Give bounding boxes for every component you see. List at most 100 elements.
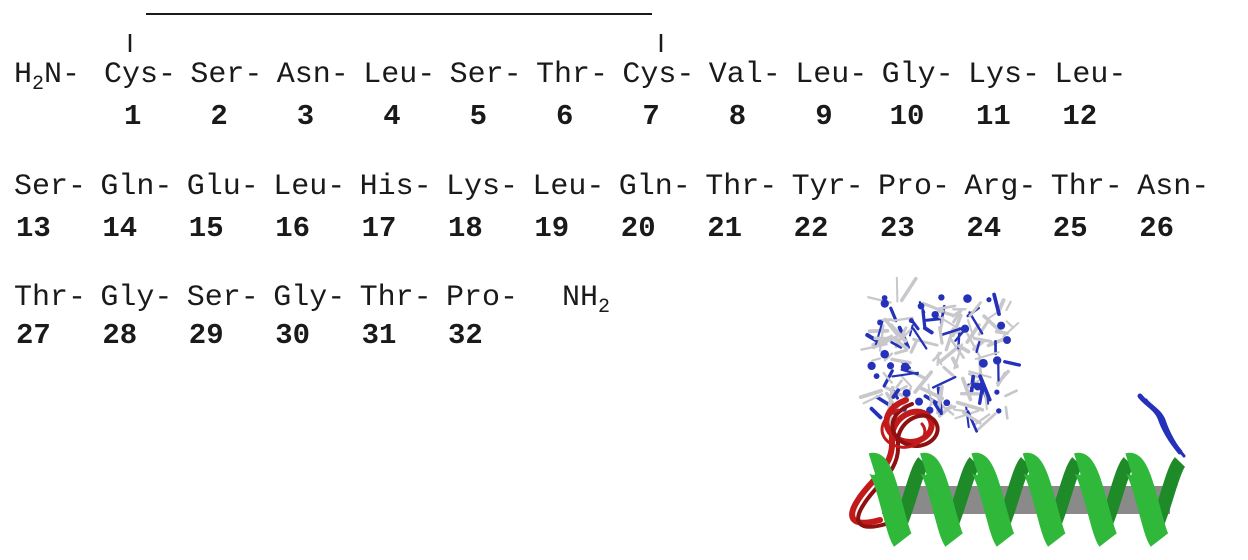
- side-chain-bond: [894, 348, 909, 355]
- side-chain-bond: [965, 323, 981, 344]
- peptide-bond-dash: -: [500, 170, 518, 204]
- side-chain-bond: [913, 370, 934, 394]
- loop-strand: [856, 402, 940, 529]
- side-chain-bond: [995, 369, 1010, 385]
- peptide-bond-dash: -: [849, 58, 867, 92]
- side-chain-bond: [895, 379, 903, 389]
- residue-label: His: [360, 170, 414, 204]
- peptide-bond-dash: -: [244, 58, 262, 92]
- side-chain-bond: [974, 351, 1000, 361]
- side-chain-bond: [912, 337, 939, 347]
- residue-number: 4: [383, 100, 400, 133]
- peptide-bond-dash: -: [590, 58, 608, 92]
- helix-turn-front: [967, 453, 1016, 547]
- side-chain-bond: [883, 317, 900, 338]
- side-chain-bond: [883, 352, 894, 362]
- residue-number: 1: [124, 100, 141, 133]
- residue-label: Pro: [446, 281, 500, 315]
- side-chain-bond: [968, 301, 982, 318]
- peptide-bond-dash: -: [1105, 170, 1123, 204]
- n-terminus-label: H2N-: [14, 58, 80, 96]
- residue-number: 14: [102, 212, 137, 245]
- side-chain-bond: [917, 385, 945, 401]
- residue-number: 18: [448, 212, 483, 245]
- side-chain-bond: [862, 393, 884, 405]
- residue-number: 12: [1062, 100, 1097, 133]
- residue-number: 8: [729, 100, 746, 133]
- residue-number: 26: [1139, 212, 1174, 245]
- side-chain-bond: [992, 292, 1001, 316]
- helix-turn-front: [1018, 453, 1067, 547]
- peptide-bond-dash: -: [846, 170, 864, 204]
- nitrogen-atom: [960, 324, 970, 333]
- residue-number: 28: [102, 319, 137, 352]
- loop-strand: [880, 408, 927, 449]
- side-chain-bond: [935, 354, 943, 366]
- residue-label: Thr: [1051, 170, 1105, 204]
- sequence-row-2: Ser-Gln-Glu-Leu-His-Lys-Leu-Gln-Thr-Tyr-…: [14, 170, 1209, 245]
- residue-label: Ser: [450, 58, 504, 92]
- side-chain-bond: [858, 388, 884, 400]
- peptide-bond-dash: -: [500, 281, 518, 315]
- peptide-bond-dash: -: [504, 58, 522, 92]
- residue-label: Leu: [795, 58, 849, 92]
- residue-number: 29: [189, 319, 224, 352]
- c-terminal-tail: [1137, 393, 1186, 458]
- side-chain-bond: [983, 391, 988, 411]
- residue-label: Glu: [187, 170, 241, 204]
- side-chain-bond: [908, 324, 914, 337]
- residue-label: Gln: [100, 170, 154, 204]
- peptide-bond-dash: -: [241, 170, 259, 204]
- side-chain-bond: [912, 327, 928, 350]
- side-chain-bond: [921, 309, 927, 330]
- residue-label: Lys: [968, 58, 1022, 92]
- nitrogen-atom: [886, 362, 895, 370]
- residue-label: Pro: [878, 170, 932, 204]
- nitrogen-atom: [881, 295, 888, 301]
- side-chain-bond: [939, 327, 964, 337]
- peptide-bond-dash: -: [1108, 58, 1126, 92]
- side-chain-bond: [875, 395, 892, 408]
- residue-number: 3: [297, 100, 314, 133]
- residue-number: 15: [189, 212, 224, 245]
- residue-number: 30: [275, 319, 310, 352]
- side-chain-bond: [925, 317, 942, 322]
- nitrogen-atom: [997, 321, 1006, 330]
- nitrogen-atom: [917, 302, 925, 310]
- residue-number: 17: [362, 212, 397, 245]
- side-chain-bond: [975, 340, 981, 354]
- nitrogen-atom: [867, 361, 876, 371]
- residue-label: Asn: [1137, 170, 1191, 204]
- side-chain-bond: [955, 400, 985, 412]
- nitrogen-atom: [931, 310, 939, 319]
- residue-label: Arg: [964, 170, 1018, 204]
- side-chain-bond: [869, 406, 883, 420]
- side-chain-bond: [927, 383, 933, 406]
- side-chain-bond: [874, 320, 884, 348]
- nitrogen-atom: [992, 356, 1002, 365]
- nitrogen-atom: [902, 389, 911, 398]
- peptide-bond-dash: -: [763, 58, 781, 92]
- side-chain-bond: [891, 388, 901, 399]
- side-chain-bond: [960, 376, 973, 402]
- peptide-bond-dash: -: [327, 170, 345, 204]
- peptide-bond-dash: -: [936, 58, 954, 92]
- side-chain-bond: [871, 357, 882, 362]
- nitrogen-atom: [938, 294, 945, 301]
- helix-turn-front: [916, 453, 964, 547]
- residue-number: 6: [556, 100, 573, 133]
- peptide-bond-dash: -: [154, 281, 172, 315]
- residue-number: 27: [16, 319, 51, 352]
- peptide-bond-dash: -: [417, 58, 435, 92]
- side-chain-bond: [1003, 360, 1022, 367]
- residue-number: 32: [448, 319, 483, 352]
- side-chain-bond: [1005, 300, 1012, 312]
- residue-number: 22: [794, 212, 829, 245]
- side-chain-bond: [942, 365, 955, 378]
- nitrogen-atom: [900, 362, 910, 372]
- side-chain-bond: [953, 408, 969, 413]
- peptide-bond-dash: -: [586, 170, 604, 204]
- side-chain-bond: [909, 340, 918, 354]
- nitrogen-atom: [994, 389, 1000, 395]
